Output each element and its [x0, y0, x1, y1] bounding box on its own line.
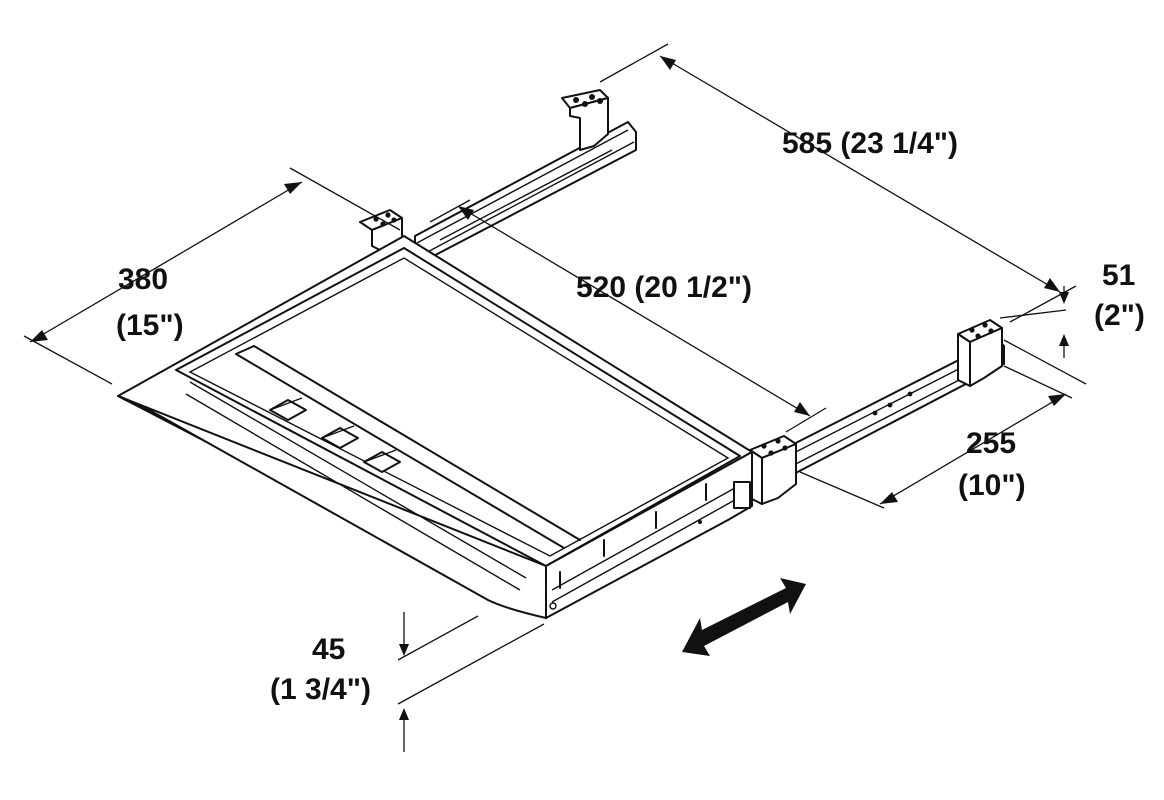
- dimension-lines: [23, 43, 1087, 752]
- bracket-spacing-in-label: (10"): [958, 469, 1026, 502]
- rear-mounting-bracket-top: [561, 89, 609, 151]
- right-front-bracket: [749, 435, 797, 505]
- right-rear-bracket: [957, 319, 1003, 387]
- drawer-tray: [117, 235, 753, 619]
- tray-height-mm-label: 45: [312, 633, 346, 666]
- tray-height-in-label: (1 3/4"): [270, 673, 371, 706]
- rear-runner-rail: [414, 121, 637, 263]
- width-mm-label: 380: [118, 263, 169, 296]
- double-arrow-icon: [682, 578, 806, 656]
- width-in-label: (15"): [116, 309, 184, 342]
- bracket-spacing-mm-label: 255: [966, 427, 1017, 460]
- overall-length-label: 585 (23 1/4"): [782, 127, 959, 160]
- inner-length-label: 520 (20 1/2"): [576, 271, 753, 304]
- bracket-height-mm-label: 51: [1102, 259, 1136, 292]
- bracket-height-in-label: (2"): [1094, 299, 1145, 332]
